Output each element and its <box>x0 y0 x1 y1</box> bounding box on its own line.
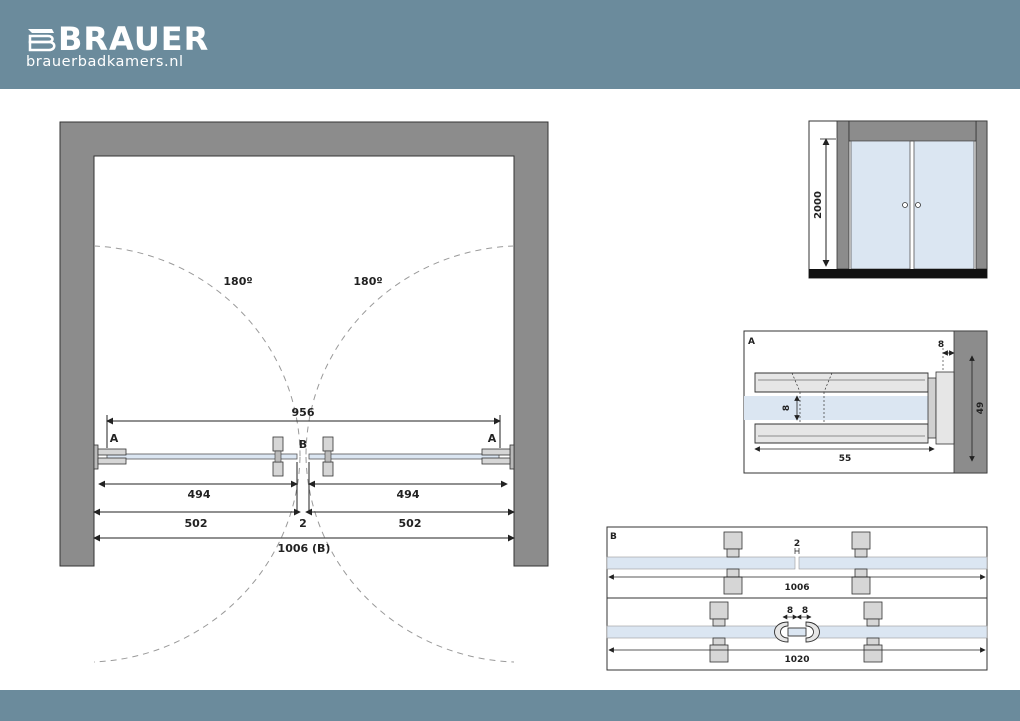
dim-height: 2000 <box>813 191 824 219</box>
front-door-right <box>913 140 975 270</box>
detail-b-glass-left-lower <box>606 625 781 639</box>
detail-a-mount <box>935 371 955 445</box>
door-handle-right <box>322 436 334 477</box>
dim-opening-left: 502 <box>185 517 208 530</box>
glass-panel-left <box>106 453 298 460</box>
detail-b-dim-gap: 2 <box>794 539 800 549</box>
detail-b-glass-left <box>606 556 796 570</box>
brand-name: BRAUER <box>58 20 210 58</box>
detail-b-handle-left-top <box>723 531 743 595</box>
swing-arc-left-lower <box>93 456 301 663</box>
front-view: 2000 <box>808 120 988 279</box>
marker-a-right: A <box>488 432 497 445</box>
header-bar: BRAUER brauerbadkamers.nl <box>0 0 1020 89</box>
detail-a-dim-width: 55 <box>839 454 852 464</box>
detail-b-handle-left-bottom <box>709 601 729 663</box>
detail-a: A 8 8 55 49 <box>743 330 988 474</box>
glass-panel-right <box>308 453 500 460</box>
dim-panel-right: 494 <box>397 488 420 501</box>
detail-b-dim-right: 8 <box>802 606 808 616</box>
front-knob-right <box>915 202 921 208</box>
dim-total: 1006 (B) <box>278 542 331 555</box>
swing-arc-left <box>93 245 301 458</box>
dim-gap: 2 <box>299 517 307 530</box>
detail-a-dim-top: 8 <box>938 340 944 350</box>
door-handle-left <box>272 436 284 477</box>
detail-b-title: B <box>610 532 617 542</box>
detail-a-glass <box>744 396 934 420</box>
front-knob-left <box>902 202 908 208</box>
swing-arc-right <box>305 245 515 458</box>
detail-b-dim-left: 8 <box>787 606 793 616</box>
dim-overall-glass: 956 <box>292 406 315 419</box>
detail-b-glass-right <box>798 556 988 570</box>
detail-b-dim-width-bottom: 1020 <box>784 655 809 665</box>
brand-logo-icon <box>28 29 56 52</box>
marker-b: B <box>299 438 307 451</box>
detail-a-dim-glass: 8 <box>782 405 792 411</box>
detail-b-handle-right-top <box>851 531 871 595</box>
marker-a-left: A <box>110 432 119 445</box>
wall-hinge-right <box>481 444 515 470</box>
detail-b-glass-right-lower <box>813 625 988 639</box>
dim-panel-left: 494 <box>188 488 211 501</box>
front-floor <box>809 269 987 278</box>
detail-b: B 2 1006 <box>606 526 988 671</box>
front-wall-left <box>836 120 850 270</box>
detail-b-seal <box>774 621 820 643</box>
front-door-left <box>850 140 911 270</box>
swing-angle-left: 180º <box>223 275 252 288</box>
swing-arc-right-lower <box>305 456 515 663</box>
wall-hinge-left <box>93 444 127 470</box>
brand-website: brauerbadkamers.nl <box>26 54 184 70</box>
front-wall-right <box>975 120 988 270</box>
dim-opening-right: 502 <box>399 517 422 530</box>
swing-angle-right: 180º <box>353 275 382 288</box>
swing-arcs <box>93 245 515 663</box>
detail-b-dim-width-top: 1006 <box>784 583 809 593</box>
plan-wall <box>59 121 549 567</box>
detail-a-title: A <box>748 337 755 347</box>
plan-view: 180º 180º 956 A <box>59 121 549 663</box>
detail-a-dim-height: 49 <box>976 402 986 415</box>
front-header <box>848 120 977 142</box>
detail-a-plate <box>927 377 937 439</box>
footer-bar <box>0 690 1020 721</box>
